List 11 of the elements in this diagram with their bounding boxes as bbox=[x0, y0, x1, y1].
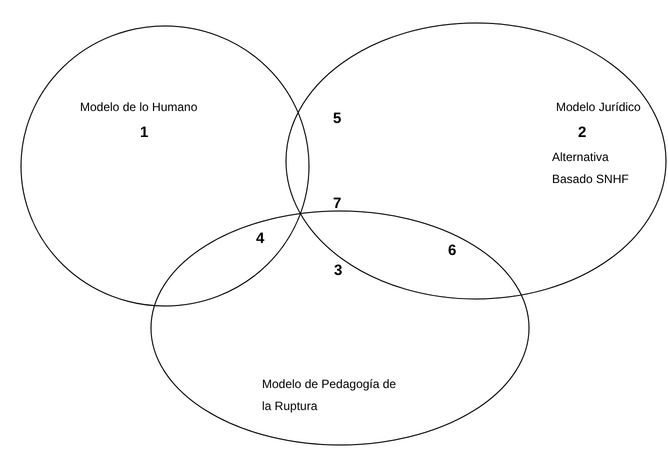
region-number: 5 bbox=[333, 110, 342, 127]
set-label: Modelo Jurídico bbox=[556, 99, 641, 116]
set-number: 3 bbox=[334, 262, 342, 279]
set-label: Modelo de Pedagogía de la Ruptura bbox=[262, 376, 398, 415]
region-number: 6 bbox=[448, 242, 456, 259]
set-label: Alternativa Basado SNHF bbox=[552, 149, 630, 188]
region-number: 7 bbox=[333, 195, 342, 212]
region-number: 4 bbox=[256, 230, 264, 247]
set-number: 1 bbox=[140, 124, 148, 141]
set-label: Modelo de lo Humano bbox=[80, 99, 198, 116]
set-number: 2 bbox=[578, 124, 586, 141]
